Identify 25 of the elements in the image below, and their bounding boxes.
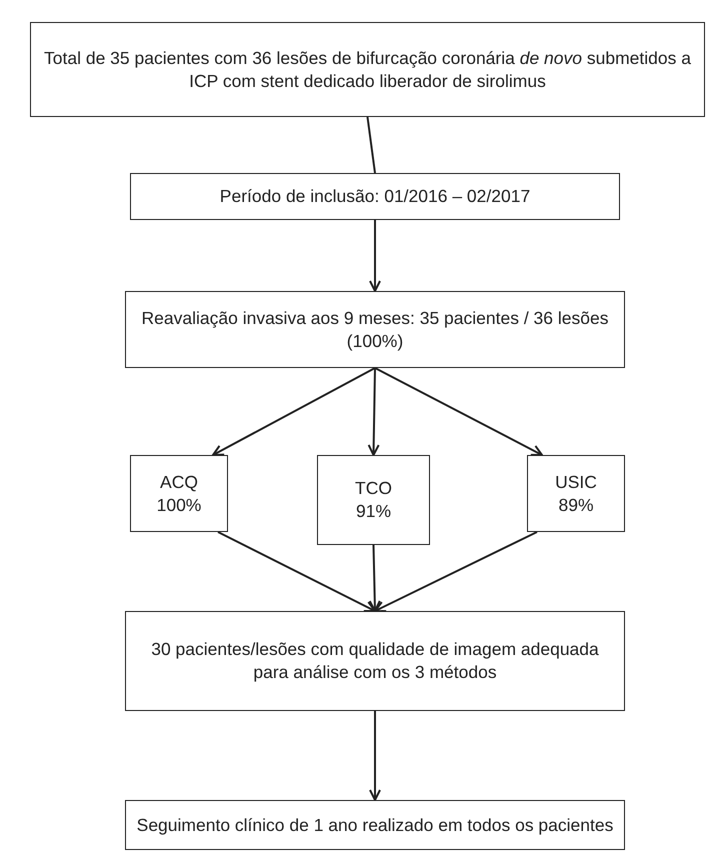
process-box — [125, 800, 625, 850]
box-text: USIC 89% — [554, 470, 598, 516]
box-text: ACQ 100% — [156, 470, 202, 516]
process-box — [130, 173, 620, 220]
process-box — [125, 291, 625, 368]
arrow — [212, 367, 376, 456]
process-box — [30, 22, 705, 117]
connector-line — [366, 116, 376, 174]
arrow — [374, 531, 538, 612]
box-text: Reavaliação invasiva aos 9 meses: 35 pacientes / 36 lesões (100%) — [140, 306, 610, 352]
box-text: Seguimento clínico de 1 ano realizado em todos os pacientes — [136, 814, 614, 836]
arrow — [218, 531, 376, 612]
arrow — [374, 367, 543, 456]
box-text: Total de 35 pacientes com 36 lesões de bifurcação coronária de novo submetidos a ICP com stent dedicado liberador de sirolimus — [43, 46, 692, 92]
arrow — [368, 368, 380, 456]
arrow — [369, 711, 381, 801]
arrow — [368, 544, 381, 612]
arrow — [369, 220, 381, 292]
process-box — [125, 611, 625, 711]
process-box — [130, 455, 228, 532]
process-box — [527, 455, 625, 532]
process-box — [317, 455, 430, 545]
box-text: TCO 91% — [354, 477, 393, 523]
box-text: Período de inclusão: 01/2016 – 02/2017 — [220, 185, 530, 208]
box-text: 30 pacientes/lesões com qualidade de imagem adequada para análise com os 3 métodos — [150, 638, 600, 684]
